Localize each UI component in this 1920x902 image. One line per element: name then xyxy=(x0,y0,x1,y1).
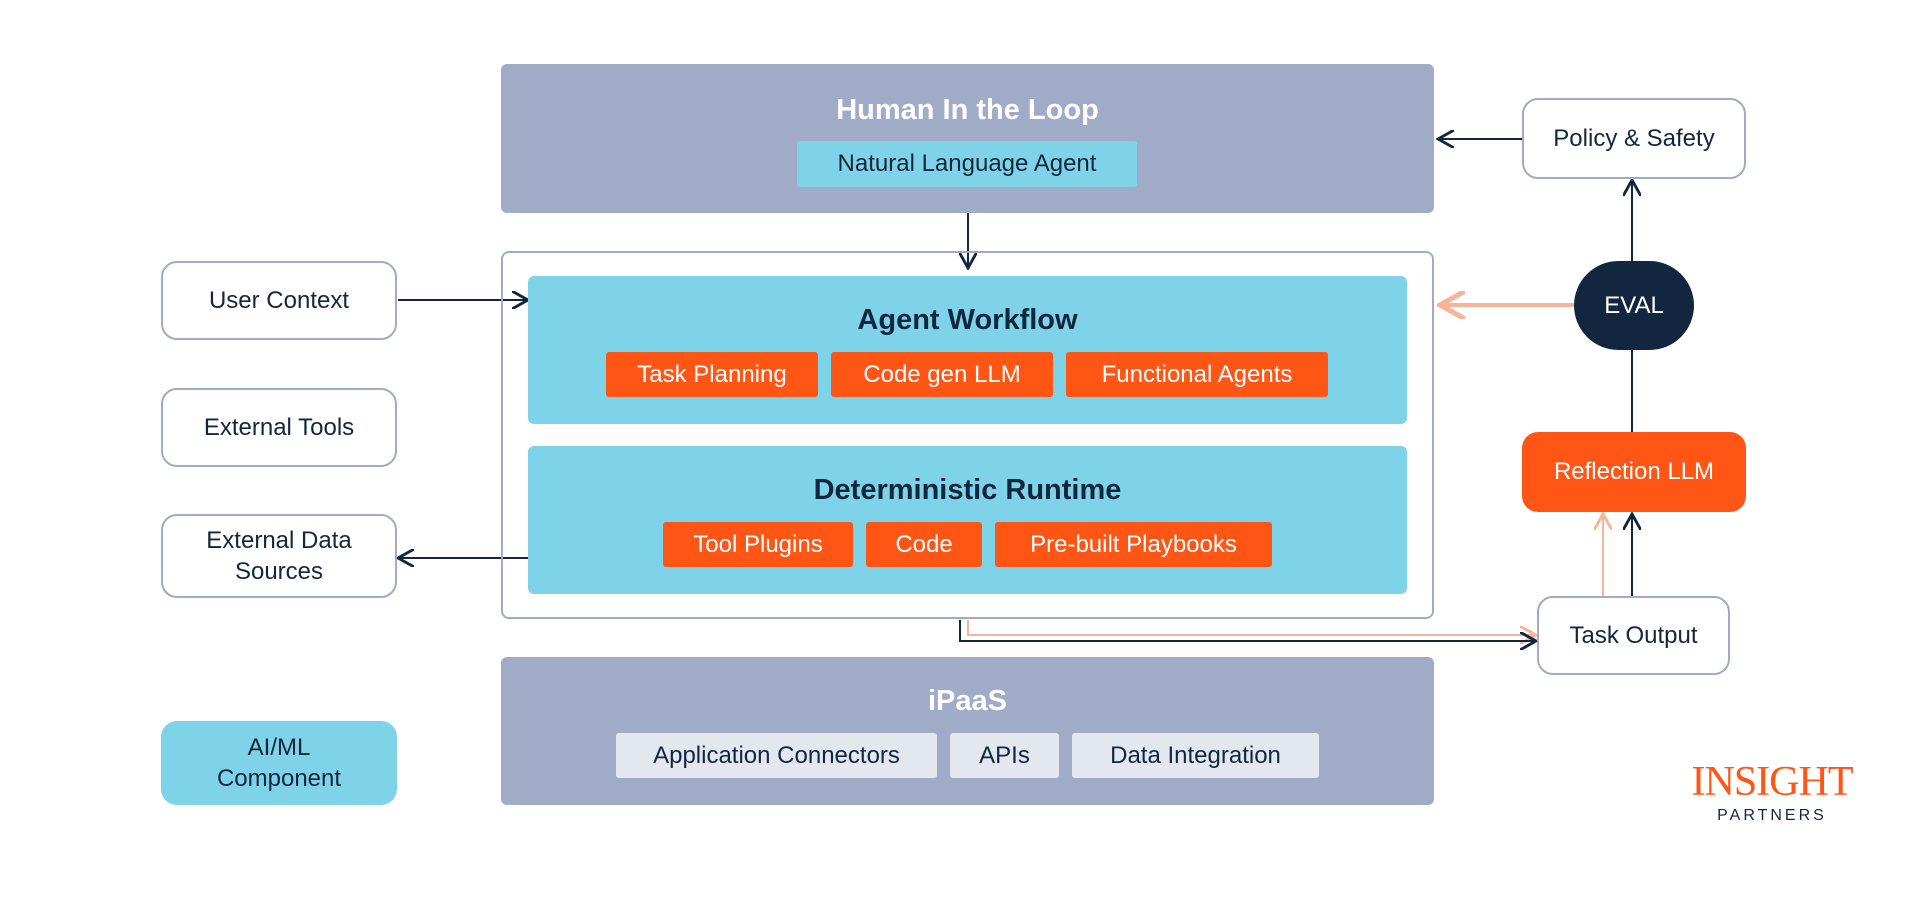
policy-safety-box: Policy & Safety xyxy=(1522,98,1746,179)
deterministic-runtime-panel: Deterministic Runtime Tool Plugins Code … xyxy=(528,446,1407,594)
deterministic-runtime-title: Deterministic Runtime xyxy=(813,473,1122,506)
external-tools-box: External Tools xyxy=(161,388,397,467)
tool-plugins-chip: Tool Plugins xyxy=(663,522,853,567)
ipaas-title: iPaaS xyxy=(928,684,1007,717)
aiml-component-legend: AI/ML Component xyxy=(161,721,397,805)
application-connectors-chip: Application Connectors xyxy=(616,733,937,778)
aiml-component-label-line1: AI/ML xyxy=(247,734,311,761)
external-data-sources-label-line2: Sources xyxy=(234,558,324,585)
apis-chip: APIs xyxy=(950,733,1059,778)
code-chip: Code xyxy=(866,522,982,567)
code-gen-llm-chip: Code gen LLM xyxy=(831,352,1053,397)
eval-node: EVAL xyxy=(1574,261,1694,350)
external-data-sources-box: External Data Sources xyxy=(161,514,397,598)
task-output-box: Task Output xyxy=(1537,596,1730,675)
arrow-workflow-to-output-salmon xyxy=(967,620,1536,635)
agent-workflow-title: Agent Workflow xyxy=(857,303,1078,336)
logo-wordmark-insight: INSIGHT xyxy=(1691,759,1854,805)
natural-language-agent-chip: Natural Language Agent xyxy=(797,141,1137,187)
human-in-the-loop-title: Human In the Loop xyxy=(836,93,1099,126)
ipaas-panel: iPaaS Application Connectors APIs Data I… xyxy=(501,657,1434,805)
logo-wordmark-partners: PARTNERS xyxy=(1717,807,1827,824)
arrow-workflow-to-output xyxy=(959,620,1536,641)
reflection-llm-box: Reflection LLM xyxy=(1522,432,1746,512)
insight-partners-logo: INSIGHT PARTNERS xyxy=(1672,759,1872,830)
aiml-component-label-line2: Component xyxy=(216,765,342,792)
task-planning-chip: Task Planning xyxy=(606,352,818,397)
external-data-sources-label-line1: External Data xyxy=(206,527,352,554)
pre-built-playbooks-chip: Pre-built Playbooks xyxy=(995,522,1272,567)
data-integration-chip: Data Integration xyxy=(1072,733,1319,778)
human-in-the-loop-panel: Human In the Loop Natural Language Agent xyxy=(501,64,1434,213)
user-context-box: User Context xyxy=(161,261,397,340)
agent-workflow-panel: Agent Workflow Task Planning Code gen LL… xyxy=(528,276,1407,424)
functional-agents-chip: Functional Agents xyxy=(1066,352,1328,397)
core-platform-container xyxy=(501,251,1434,619)
